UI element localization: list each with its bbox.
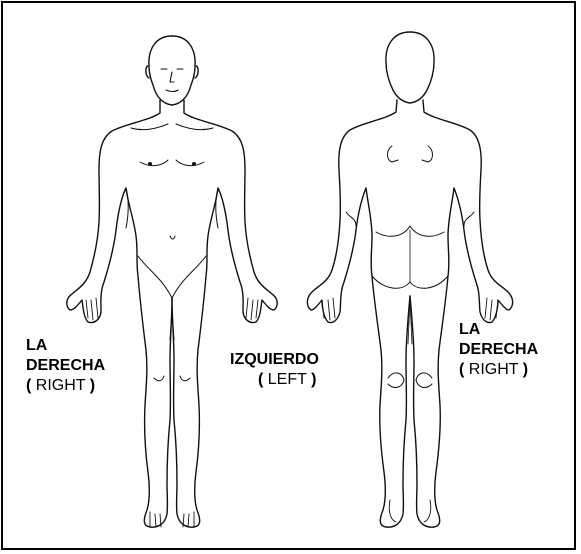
front-navel [170, 236, 175, 239]
back-shoulder-blades [388, 146, 433, 162]
label-right-front-line1: LA [26, 336, 105, 356]
label-left-line1: IZQUIERDO [230, 350, 319, 370]
label-right-back-translation: ( RIGHT ) [459, 360, 538, 380]
front-face [161, 69, 183, 92]
front-body-figure [67, 36, 277, 527]
front-feet [150, 512, 194, 527]
back-outline-left [307, 100, 410, 527]
back-outline-right [410, 100, 513, 527]
back-heels [389, 500, 431, 522]
label-right-back-line1: LA [459, 320, 538, 340]
label-left-translation: ( LEFT ) [230, 370, 319, 390]
label-left: IZQUIERDO ( LEFT ) [230, 350, 319, 390]
back-body-figure [307, 32, 512, 527]
label-right-front: LA DERECHA ( RIGHT ) [26, 336, 105, 396]
label-right-back-line2: DERECHA [459, 340, 538, 360]
front-head [149, 36, 195, 105]
label-right-back: LA DERECHA ( RIGHT ) [459, 320, 538, 380]
back-head [386, 32, 434, 103]
front-clavicles [131, 124, 213, 130]
front-hips [138, 256, 206, 298]
label-right-front-translation: ( RIGHT ) [26, 376, 105, 396]
front-knees [154, 376, 190, 381]
back-knees [388, 373, 432, 388]
label-right-front-line2: DERECHA [26, 356, 105, 376]
back-elbows [346, 212, 474, 226]
front-outline-right [172, 100, 277, 527]
front-outline-left [67, 100, 172, 527]
